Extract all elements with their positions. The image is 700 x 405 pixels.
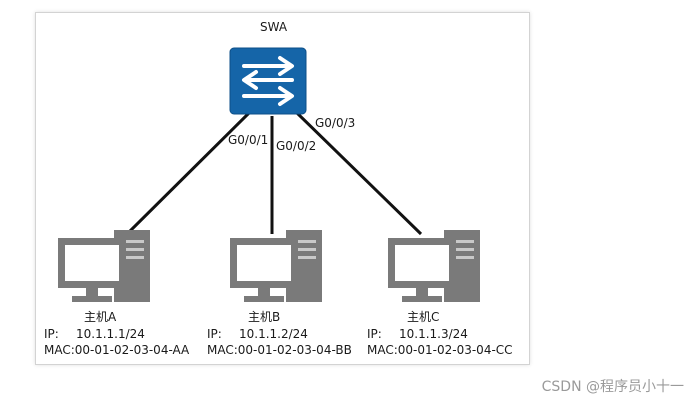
mac-label: MAC: <box>367 343 398 357</box>
mac-value: 00-01-02-03-04-AA <box>74 343 190 357</box>
host-a-name: 主机A <box>84 310 117 324</box>
computer-icon <box>58 230 150 302</box>
mac-label: MAC: <box>207 343 238 357</box>
computer-icon <box>230 230 322 302</box>
mac-label: MAC: <box>44 343 75 357</box>
host-b-ip: IP: 10.1.1.2/24 <box>207 328 308 340</box>
host-c-ip: IP: 10.1.1.3/24 <box>367 328 468 340</box>
ip-value: 10.1.1.1/24 <box>76 327 145 341</box>
ip-label: IP: <box>44 327 59 341</box>
host-c-name: 主机C <box>407 310 440 324</box>
link-to-host-a <box>125 110 252 236</box>
watermark: CSDN @程序员小十一 <box>541 379 684 395</box>
ip-label: IP: <box>207 327 222 341</box>
port-label-g001: G0/0/1 <box>228 133 269 147</box>
link-to-host-c <box>294 110 423 236</box>
host-b-mac: MAC:00-01-02-03-04-BB <box>207 344 352 356</box>
host-b-name: 主机B <box>248 310 281 324</box>
port-label-g003: G0/0/3 <box>315 116 356 130</box>
host-c-mac: MAC:00-01-02-03-04-CC <box>367 344 513 356</box>
ip-label: IP: <box>367 327 382 341</box>
mac-value: 00-01-02-03-04-CC <box>397 343 513 357</box>
computer-icon <box>388 230 480 302</box>
port-label-g002: G0/0/2 <box>276 139 317 153</box>
switch-label: SWA <box>260 20 288 34</box>
host-a-mac: MAC:00-01-02-03-04-AA <box>44 344 189 356</box>
ip-value: 10.1.1.3/24 <box>399 327 468 341</box>
ip-value: 10.1.1.2/24 <box>239 327 308 341</box>
host-a-ip: IP: 10.1.1.1/24 <box>44 328 145 340</box>
mac-value: 00-01-02-03-04-BB <box>237 343 352 357</box>
switch-icon <box>229 47 307 115</box>
